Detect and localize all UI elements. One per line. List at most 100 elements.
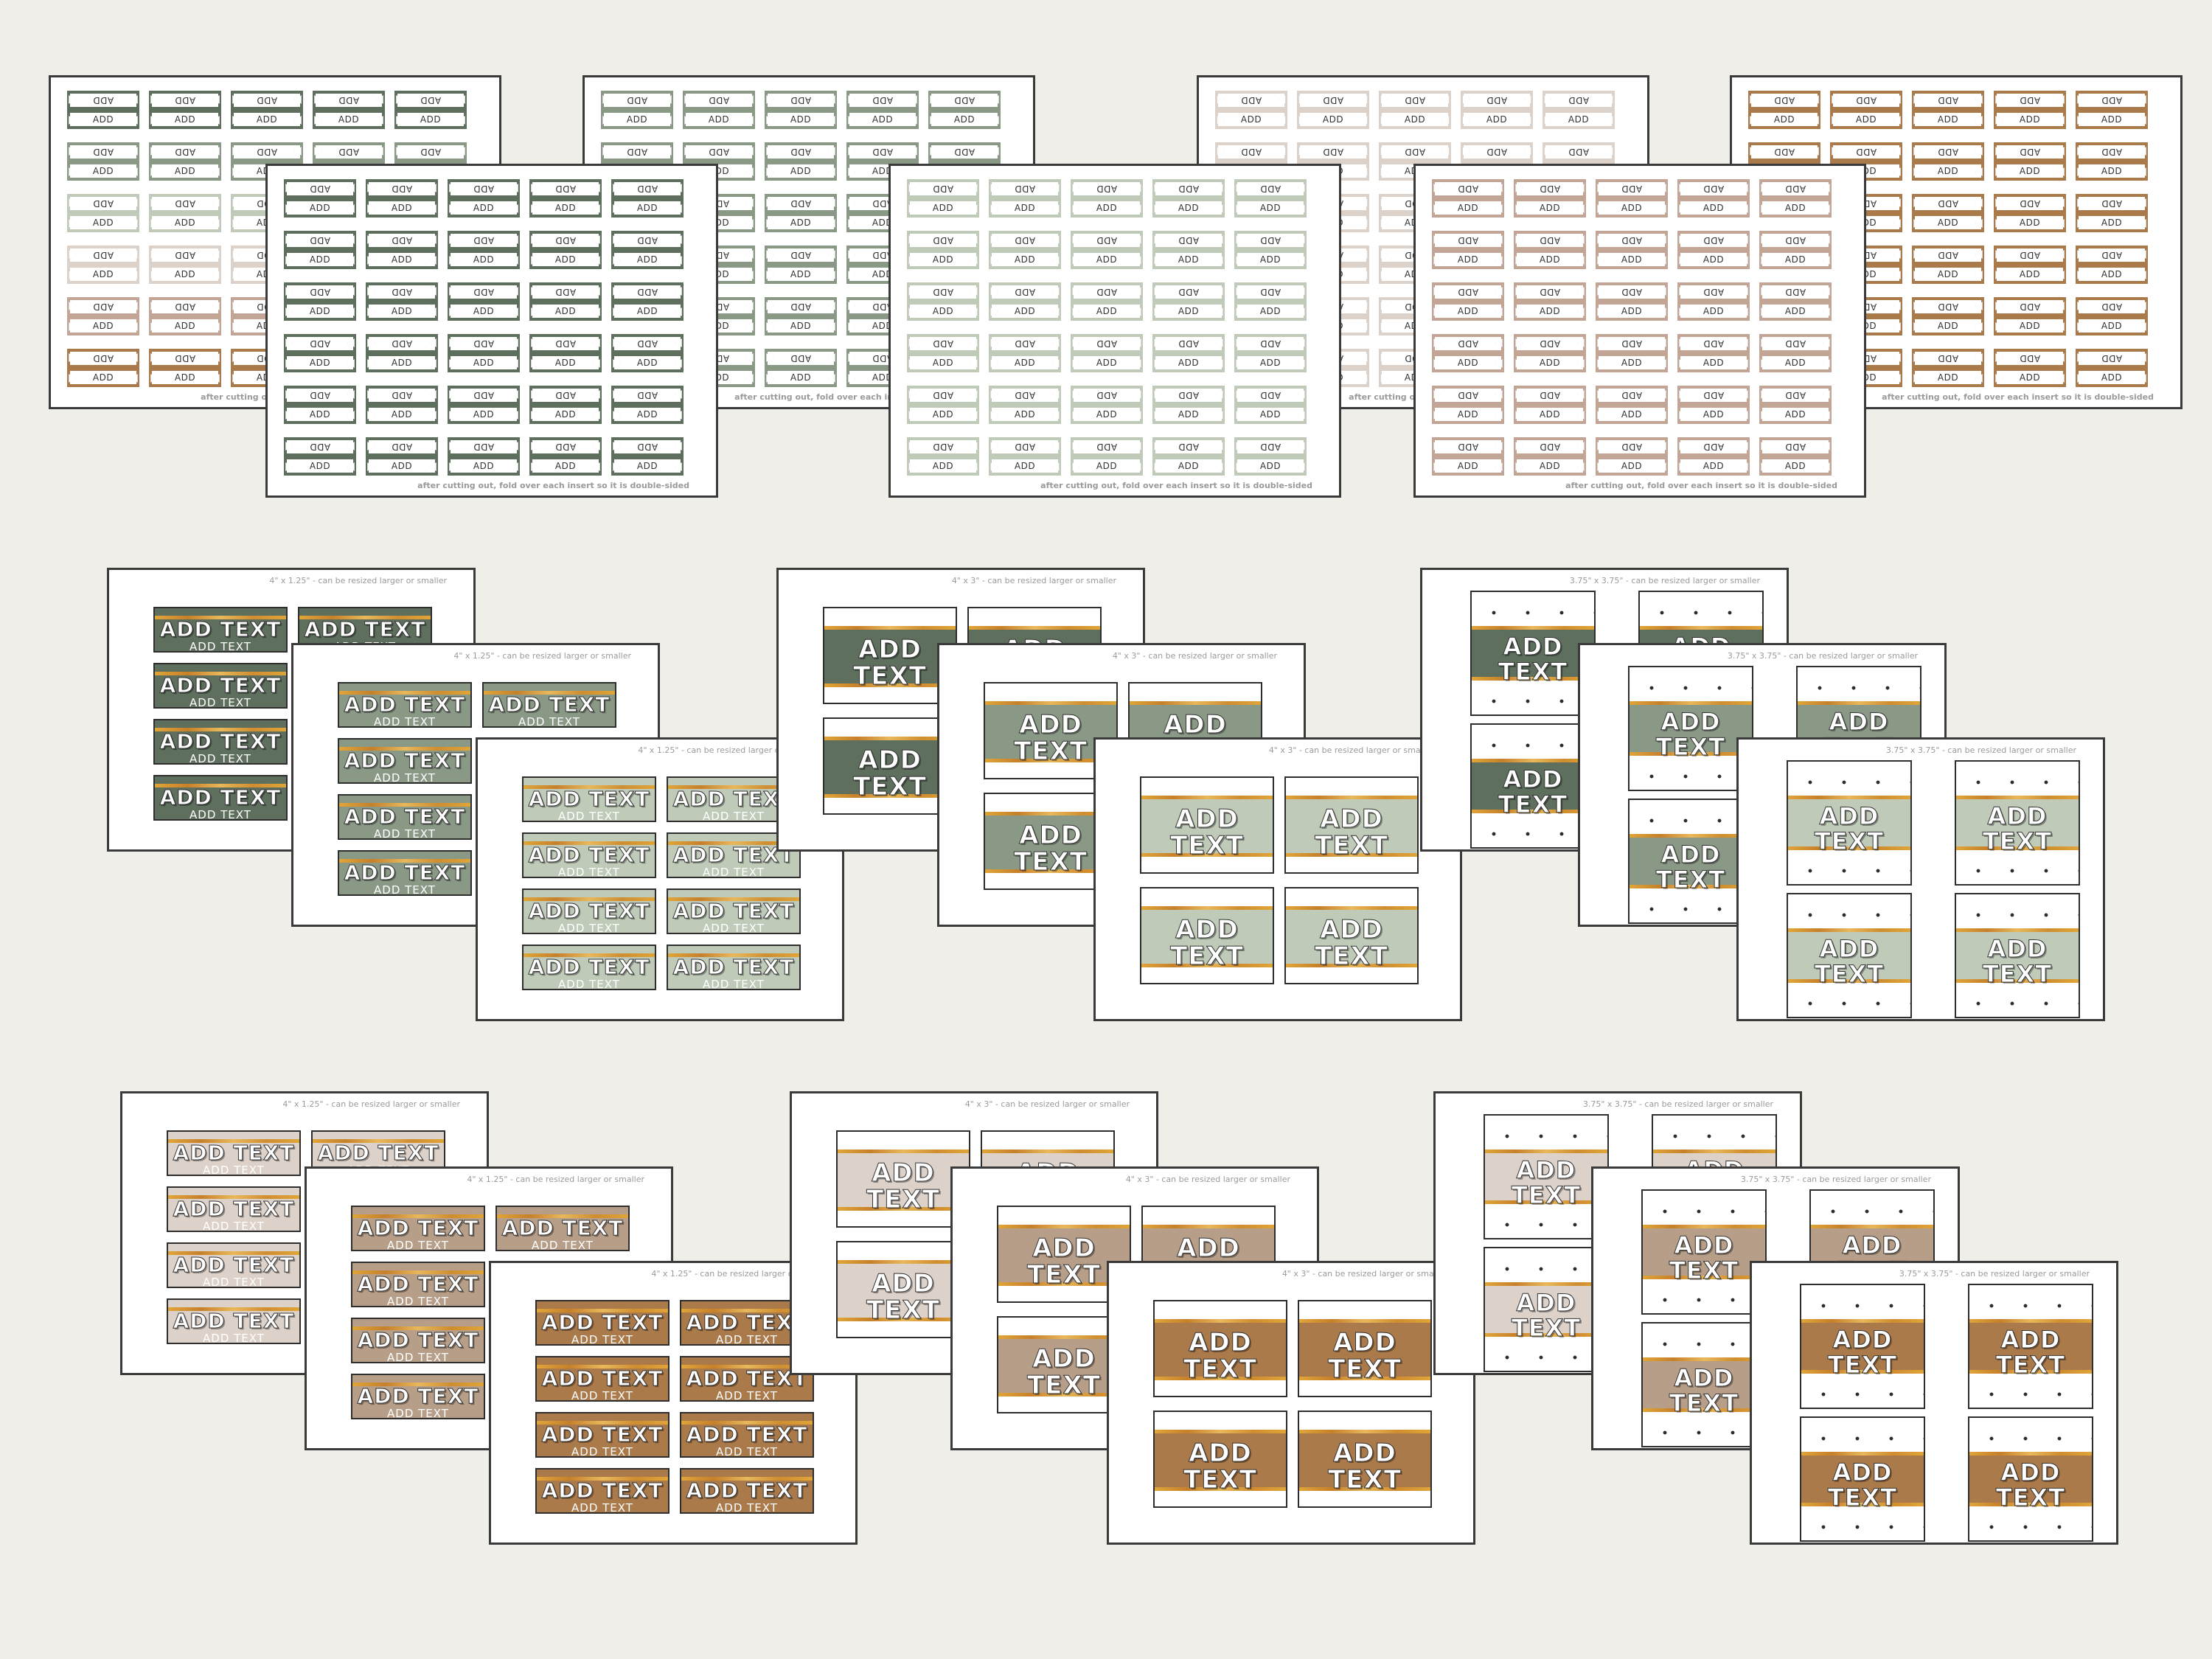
tab-top-text: ADD [1751, 145, 1818, 159]
gold-stripe [1653, 1150, 1775, 1153]
label-title: ADD TEXT [541, 1478, 664, 1503]
dot-pattern [1485, 1204, 1607, 1238]
label-subtitle: ADD TEXT [374, 715, 436, 728]
dot-pattern [1286, 778, 1417, 796]
label-title: ADD TEXT [1982, 802, 2053, 855]
tab-top-text: ADD [1599, 182, 1665, 195]
tab-top-text: ADD [614, 389, 681, 402]
dot-pattern [1485, 1337, 1607, 1371]
label-title: ADD TEXT [1328, 1328, 1402, 1384]
tab-bottom-text: ADD [614, 253, 681, 266]
tab-top-text: ADD [234, 145, 300, 159]
label-title: ADD TEXT [159, 673, 282, 698]
size-note: 4" x 3" - can be resized larger or small… [1268, 745, 1433, 755]
tab-top-text: ADD [2079, 94, 2145, 107]
gold-stripe [1485, 1282, 1607, 1286]
tab-bottom-text: ADD [1762, 305, 1829, 318]
dot-pattern [1788, 762, 1910, 796]
tab-bottom-text: ADD [451, 201, 517, 215]
tab-bottom-text: ADD [1997, 164, 2063, 178]
label-title: ADD TEXT [1170, 915, 1244, 971]
dot-pattern [1299, 1301, 1430, 1319]
dot-pattern [1143, 1207, 1274, 1225]
tab-bottom-text: ADD [1517, 356, 1583, 369]
label-subtitle: ADD TEXT [189, 696, 251, 709]
dot-pattern [1299, 1412, 1430, 1430]
tab-bottom-text: ADD [1599, 408, 1665, 421]
tab-bottom-text: ADD [1237, 253, 1304, 266]
label-subtitle: ADD TEXT [1014, 764, 1088, 779]
label-title: ADD TEXT [686, 1366, 808, 1391]
label-title: ADD TEXT [344, 692, 466, 717]
tab-top-text: ADD [768, 248, 834, 262]
dot-pattern [1299, 1380, 1430, 1396]
tab-bottom-text: ADD [2079, 113, 2145, 126]
gold-stripe [982, 1150, 1113, 1153]
tab-bottom-text: ADD [369, 253, 435, 266]
dot-pattern [1956, 983, 2079, 1017]
tab-top-text: ADD [369, 440, 435, 453]
tab-top-text: ADD [152, 352, 218, 365]
tab-top-text: ADD [1762, 440, 1829, 453]
label-title: ADD TEXT [1027, 1234, 1101, 1290]
gold-stripe [668, 897, 799, 901]
dot-pattern [1643, 1191, 1765, 1225]
tab-bottom-text: ADD [70, 371, 136, 384]
label-subtitle: ADD TEXT [571, 1389, 633, 1402]
gold-stripe [681, 1477, 813, 1481]
gold-stripe [824, 684, 956, 687]
gold-stripe [524, 841, 655, 845]
tab-top-text: ADD [992, 182, 1058, 195]
tab-top-text: ADD [532, 234, 599, 247]
gold-stripe [1130, 701, 1261, 705]
label-subtitle: ADD TEXT [532, 1239, 594, 1251]
tab-bottom-text: ADD [1997, 113, 2063, 126]
tab-bottom-text: ADD [287, 253, 353, 266]
tab-bottom-text: ADD [532, 253, 599, 266]
label-subtitle: ADD TEXT [189, 808, 251, 821]
tab-top-text: ADD [287, 285, 353, 299]
label-title: ADD TEXT [1183, 1439, 1257, 1495]
gold-stripe [155, 616, 286, 619]
label-subtitle: ADD TEXT [203, 1164, 265, 1176]
tab-bottom-text: ADD [532, 201, 599, 215]
tab-top-text: ADD [287, 389, 353, 402]
tab-top-text: ADD [369, 234, 435, 247]
tab-top-text: ADD [1997, 145, 2063, 159]
tab-top-text: ADD [992, 440, 1058, 453]
tab-top-text: ADD [1680, 285, 1747, 299]
dot-pattern [985, 873, 1116, 888]
tab-top-text: ADD [1074, 234, 1140, 247]
tab-bottom-text: ADD [70, 216, 136, 229]
gold-stripe [838, 1207, 969, 1211]
tab-top-text: ADD [1237, 182, 1304, 195]
tab-bottom-text: ADD [768, 113, 834, 126]
tab-bottom-text: ADD [1155, 408, 1222, 421]
tab-top-text: ADD [910, 440, 976, 453]
insert-tab: ADD ADD [1994, 142, 2066, 181]
tab-bottom-text: ADD [768, 319, 834, 333]
tab-top-text: ADD [1545, 145, 1612, 159]
tab-bottom-text: ADD [1762, 356, 1829, 369]
